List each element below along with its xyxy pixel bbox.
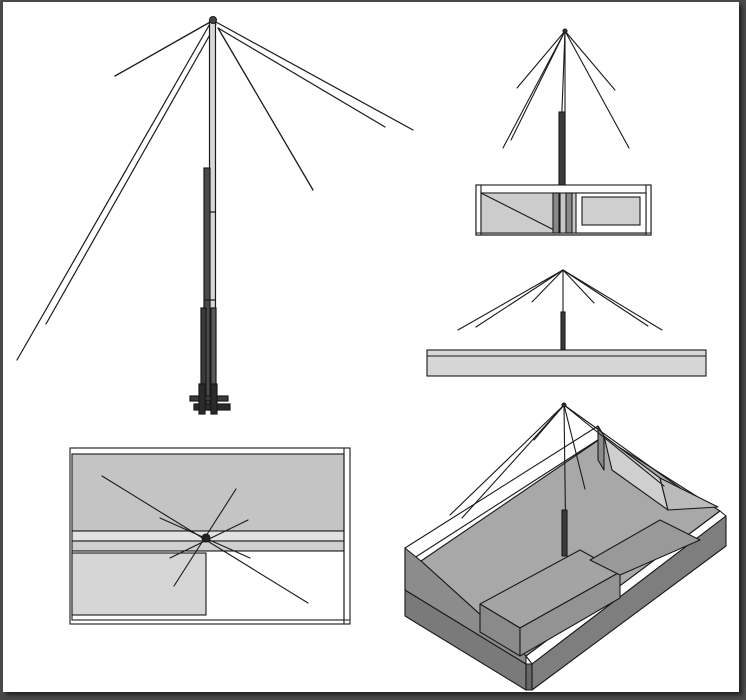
side-elevation-view <box>475 28 652 236</box>
radial-element-long-left <box>16 21 217 361</box>
perspective-antenna-view <box>16 16 414 415</box>
antenna-hub <box>209 16 217 24</box>
radial-element-long-right <box>215 21 414 131</box>
isometric-roof-view <box>404 402 727 691</box>
mast-base-feet <box>189 383 231 415</box>
roof-section-box <box>475 184 652 236</box>
roof-plan-view <box>69 447 351 625</box>
parapet-slab <box>426 349 707 377</box>
radial-element-down-right <box>217 27 314 191</box>
antenna-mast <box>200 21 217 411</box>
front-elevation-view <box>426 269 707 377</box>
radial-element-upper-left <box>114 20 213 77</box>
